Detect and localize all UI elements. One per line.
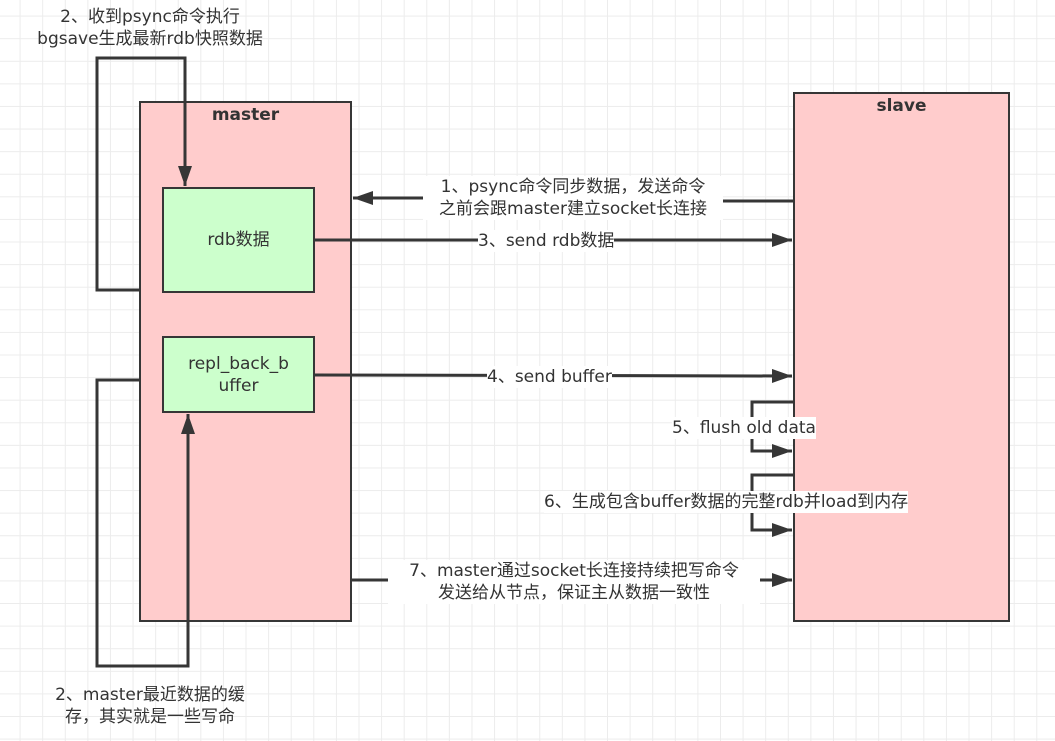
label-sync-writes: 7、master通过socket长连接持续把写命令 发送给从节点，保证主从数据一… [388, 560, 760, 604]
rdb-data-node: rdb数据 [162, 187, 315, 293]
label-psync: 1、psync命令同步数据，发送命令 之前会跟master建立socket长连接 [423, 176, 723, 220]
label-load: 6、生成包含buffer数据的完整rdb并load到内存 [544, 491, 909, 513]
slave-node: slave [793, 92, 1010, 622]
label-bgsave-line2: bgsave生成最新rdb快照数据 [37, 29, 263, 49]
edge-bgsave [95, 56, 192, 292]
label-psync-line1: 1、psync命令同步数据，发送命令 [440, 177, 706, 197]
label-bgsave: 2、收到psync命令执行 bgsave生成最新rdb快照数据 [10, 6, 290, 50]
repl-back-buffer-node: repl_back_b uffer [162, 336, 315, 413]
label-send-rdb: 3、send rdb数据 [478, 230, 615, 252]
buffer-label-line2: uffer [218, 375, 259, 396]
label-flush: 5、flush old data [672, 417, 816, 439]
label-buffer-cache-line1: 2、master最近数据的缓 [55, 685, 245, 705]
master-title: master [211, 105, 280, 125]
label-sync-writes-line1: 7、master通过socket长连接持续把写命令 [409, 561, 739, 581]
label-send-buffer: 4、send buffer [487, 366, 612, 388]
label-sync-writes-line2: 发送给从节点，保证主从数据一致性 [438, 583, 710, 603]
label-bgsave-line1: 2、收到psync命令执行 [60, 7, 240, 27]
rdb-data-label: rdb数据 [207, 230, 270, 250]
label-buffer-cache-line2: 存，其实就是一些写命 [65, 707, 235, 727]
buffer-label-line1: repl_back_b [188, 353, 289, 374]
edge-buffer-cache [95, 378, 195, 668]
slave-title: slave [876, 96, 927, 116]
label-buffer-cache: 2、master最近数据的缓 存，其实就是一些写命 [30, 684, 270, 728]
label-psync-line2: 之前会跟master建立socket长连接 [439, 199, 707, 219]
